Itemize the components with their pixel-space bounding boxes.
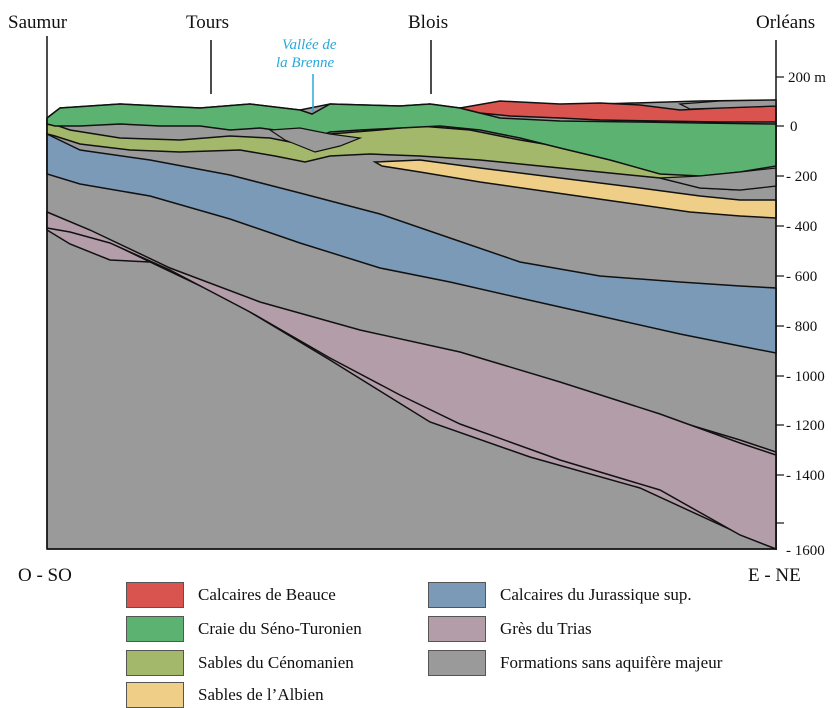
legend-swatch-sables-albien — [126, 682, 184, 708]
legend-item-sables-cenomanien: Sables du Cénomanien — [126, 650, 354, 676]
place-tours: Tours — [186, 12, 229, 33]
depth-label-minus-1600: - 1600 — [786, 543, 825, 559]
legend-swatch-gres-du-trias — [428, 616, 486, 642]
depth-label-minus-1400: - 1400 — [786, 468, 825, 484]
legend-label-sables-cenomanien: Sables du Cénomanien — [198, 653, 354, 672]
legend-label-gres-du-trias: Grès du Trias — [500, 619, 592, 638]
direction-east: E - NE — [748, 565, 801, 586]
legend-item-formations-sans-aquifere: Formations sans aquifère majeur — [428, 650, 722, 676]
legend-item-calcaires-beauce: Calcaires de Beauce — [126, 582, 336, 608]
legend-swatch-calcaires-jurassique — [428, 582, 486, 608]
legend-swatch-craie-seno-turonien — [126, 616, 184, 642]
place-orleans: Orléans — [756, 12, 815, 33]
legend-item-sables-albien: Sables de l’Albien — [126, 682, 324, 708]
depth-label-minus-600: - 600 — [786, 269, 817, 285]
legend-label-calcaires-beauce: Calcaires de Beauce — [198, 585, 336, 604]
place-vallee-de-la-brenne-line2: la Brenne — [276, 55, 335, 71]
legend-item-calcaires-jurassique: Calcaires du Jurassique sup. — [428, 582, 692, 608]
depth-label-minus-400: - 400 — [786, 219, 817, 235]
layer-gres-du-trias-band — [46, 210, 777, 551]
legend-swatch-calcaires-beauce — [126, 582, 184, 608]
legend-label-calcaires-jurassique: Calcaires du Jurassique sup. — [500, 585, 692, 604]
depth-label-minus-1000: - 1000 — [786, 369, 825, 385]
legend-item-craie-seno-turonien: Craie du Séno-Turonien — [126, 616, 362, 642]
depth-label-200: 200 m — [788, 70, 826, 86]
legend: Calcaires de Beauce Calcaires du Jurassi… — [126, 582, 826, 708]
legend-swatch-sables-cenomanien — [126, 650, 184, 676]
legend-label-craie-seno-turonien: Craie du Séno-Turonien — [198, 619, 362, 638]
layer-craie-seno-turonien — [46, 103, 777, 177]
depth-label-minus-800: - 800 — [786, 319, 817, 335]
place-saumur: Saumur — [8, 12, 68, 33]
legend-label-sables-albien: Sables de l’Albien — [198, 685, 324, 704]
place-blois: Blois — [408, 12, 448, 33]
place-vallee-de-la-brenne-line1: Vallée de — [282, 37, 337, 53]
depth-label-minus-1200: - 1200 — [786, 418, 825, 434]
legend-item-gres-du-trias: Grès du Trias — [428, 616, 592, 642]
layer-grey-lens-tours — [268, 127, 363, 153]
depth-label-minus-200: - 200 — [786, 169, 817, 185]
depth-label-0: 0 — [790, 119, 798, 135]
legend-label-formations-sans-aquifere: Formations sans aquifère majeur — [500, 653, 723, 672]
depth-ticks — [776, 76, 784, 524]
direction-west: O - SO — [18, 565, 72, 586]
geologic-cross-section: 200 m 0 - 200 - 400 - 600 - 800 - 1000 -… — [8, 12, 826, 586]
legend-swatch-formations-sans-aquifere — [428, 650, 486, 676]
